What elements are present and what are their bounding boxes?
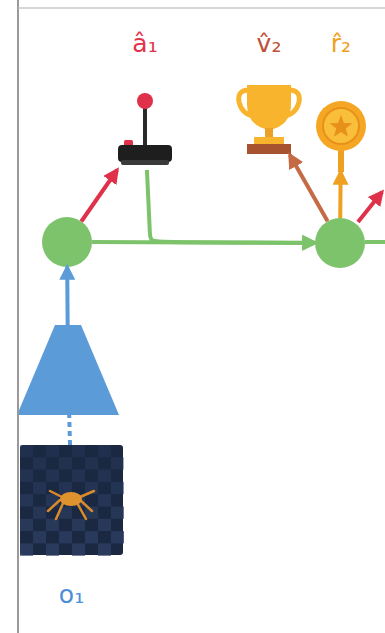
encoder-shape xyxy=(17,325,119,415)
connector-arrow xyxy=(65,267,69,325)
node-label: v̂₂ xyxy=(257,28,282,60)
connector-arrow xyxy=(290,155,328,221)
circle-node xyxy=(315,218,365,268)
connector-arrow xyxy=(81,170,117,221)
connector-arrow xyxy=(338,172,342,218)
connector-arrow xyxy=(67,415,72,445)
node-label: â₁ xyxy=(132,28,157,60)
trophy-shape xyxy=(237,82,301,155)
circle-node xyxy=(42,217,92,267)
coin-shape xyxy=(314,100,368,172)
frame-left xyxy=(17,0,19,633)
image-node: o₁ xyxy=(20,445,123,555)
latent-continuation xyxy=(365,240,385,244)
trophy-node: v̂₂ xyxy=(237,82,301,155)
joystick-shape xyxy=(117,90,173,170)
joystick-node: â₁ xyxy=(117,90,173,170)
circle-shape xyxy=(315,218,365,268)
action-arrow-offpage xyxy=(358,192,382,222)
coin-node: r̂₂ xyxy=(314,100,368,172)
frame-top xyxy=(18,7,385,9)
encoder-node xyxy=(17,325,119,415)
connector-arrow xyxy=(147,170,315,243)
image-shape xyxy=(20,445,123,555)
node-label: o₁ xyxy=(59,579,84,611)
node-label: r̂₂ xyxy=(331,28,351,60)
circle-shape xyxy=(42,217,92,267)
connector-arrow xyxy=(92,240,315,245)
